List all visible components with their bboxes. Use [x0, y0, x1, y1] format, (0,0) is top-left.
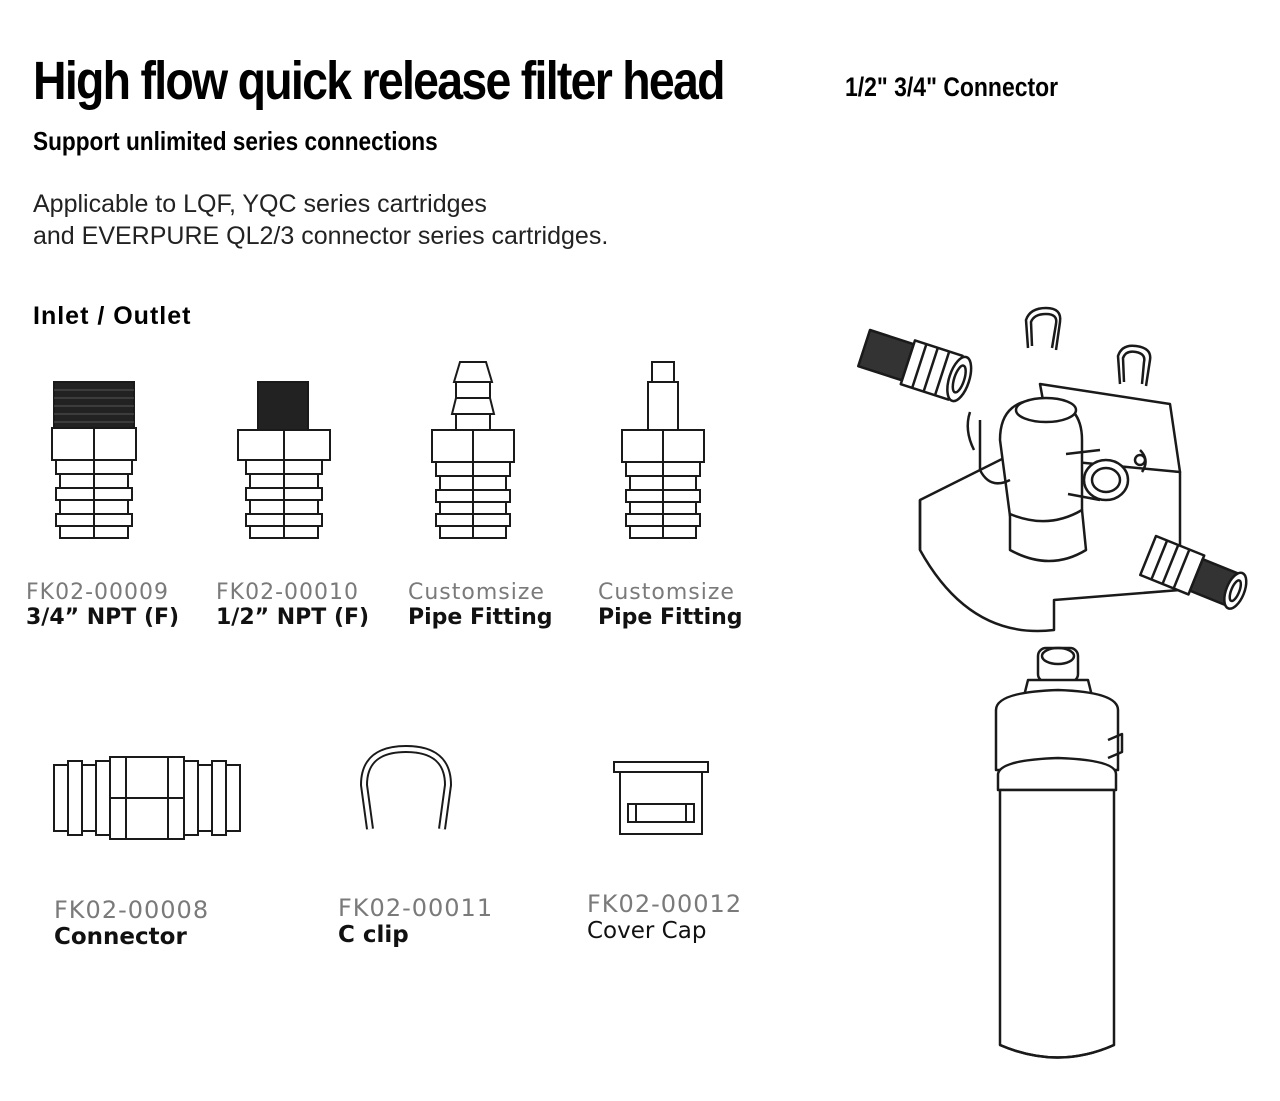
section-label-inlet-outlet: Inlet / Outlet — [33, 302, 192, 330]
applicability-text: Applicable to LQF, YQC series cartridges… — [33, 188, 608, 252]
page-title: High flow quick release filter head — [33, 51, 726, 111]
filter-head-assembly-icon — [857, 306, 1248, 1059]
applicability-line-2: and EVERPURE QL2/3 connector series cart… — [33, 222, 609, 250]
cover-cap-icon — [613, 761, 709, 835]
connector-icon — [53, 756, 241, 840]
item-code: Customsize — [408, 580, 545, 605]
item-code: FK02-00012 — [587, 890, 743, 918]
item-code: Customsize — [598, 580, 735, 605]
item-fk02-00011: FK02-00011 C clip — [338, 894, 493, 948]
item-fk02-00012: FK02-00012 Cover Cap — [587, 890, 742, 944]
item-code: FK02-00009 — [26, 580, 169, 605]
item-name: 1/2” NPT (F) — [216, 605, 370, 630]
item-fk02-00008: FK02-00008 Connector — [54, 896, 209, 950]
item-name: Pipe Fitting — [598, 605, 743, 630]
straight-pipe-fitting-icon — [621, 361, 705, 539]
barbed-pipe-fitting-icon — [431, 361, 515, 539]
item-code: FK02-00010 — [216, 580, 359, 605]
item-name: C clip — [338, 922, 409, 948]
threaded-fitting-34-icon — [51, 381, 137, 539]
item-fk02-00010: FK02-00010 1/2” NPT (F) — [216, 580, 369, 630]
item-fk02-00009: FK02-00009 3/4” NPT (F) — [26, 580, 179, 630]
connector-size-subtitle: 1/2" 3/4" Connector — [845, 72, 1059, 102]
c-clip-icon — [359, 744, 453, 830]
item-name: 3/4” NPT (F) — [26, 605, 180, 630]
item-code: FK02-00008 — [54, 896, 210, 924]
threaded-fitting-12-icon — [237, 381, 331, 539]
item-code: FK02-00011 — [338, 894, 494, 922]
support-tagline: Support unlimited series connections — [33, 126, 438, 156]
item-customsize-barbed: Customsize Pipe Fitting — [408, 580, 553, 630]
applicability-line-1: Applicable to LQF, YQC series cartridges — [33, 190, 487, 218]
item-name: Pipe Fitting — [408, 605, 553, 630]
item-name: Connector — [54, 924, 187, 950]
item-customsize-straight: Customsize Pipe Fitting — [598, 580, 743, 630]
item-name: Cover Cap — [587, 918, 707, 944]
